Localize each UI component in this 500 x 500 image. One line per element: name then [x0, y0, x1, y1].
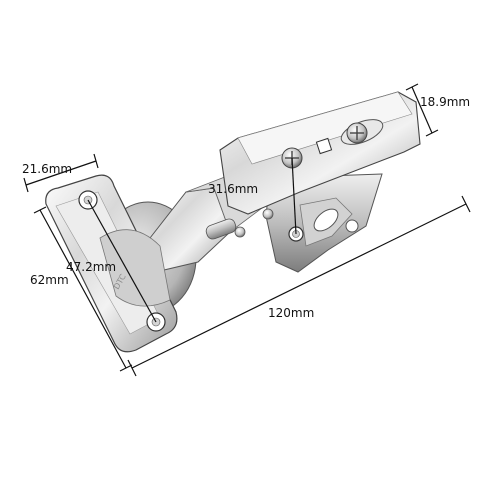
- label-plate-hole-span: 47.2mm: [66, 260, 116, 274]
- dim-line-arm-hole-span: [291, 157, 297, 235]
- mounting-base-plate: [265, 173, 383, 273]
- label-cup-width: 21.6mm: [22, 162, 72, 176]
- dim-line-arm-width: [411, 86, 433, 134]
- dim-line-plate-hole-span: [87, 199, 157, 323]
- label-plate-height: 62mm: [30, 273, 69, 287]
- label-arm-hole-span: 31.6mm: [208, 182, 258, 196]
- label-arm-width: 18.9mm: [420, 95, 470, 109]
- dimension-lines: [23, 83, 471, 377]
- dim-line-cup-width: [25, 160, 97, 186]
- dim-line-overall-length: [131, 203, 467, 369]
- hinge-upper-arm: [219, 91, 421, 215]
- hinge-arm-linkage: [149, 167, 274, 271]
- label-overall-length: 120mm: [268, 306, 314, 320]
- door-mounting-plate: DTC: [45, 174, 178, 353]
- dim-line-plate-height: [39, 209, 127, 369]
